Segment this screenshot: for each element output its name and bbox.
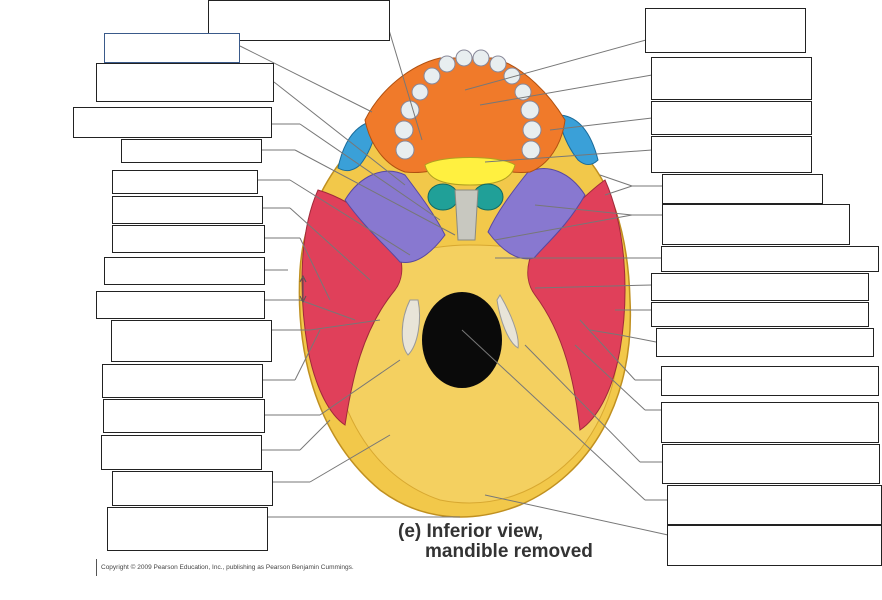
label-box-left-02[interactable] (104, 33, 240, 63)
label-box-left-14[interactable] (101, 435, 262, 470)
label-box-left-09[interactable] (104, 257, 265, 285)
vomer (454, 189, 479, 241)
label-box-right-02[interactable] (651, 57, 812, 100)
label-box-right-07[interactable] (661, 246, 879, 272)
choana-left (427, 183, 459, 211)
label-box-right-14[interactable] (667, 485, 882, 525)
teeth-row (394, 49, 542, 160)
label-box-right-10[interactable] (656, 328, 874, 357)
label-box-left-12[interactable] (102, 364, 263, 398)
label-box-left-03[interactable] (96, 63, 274, 102)
label-box-left-10[interactable] (96, 291, 265, 319)
label-box-left-01[interactable] (208, 0, 390, 41)
foramen-magnum (422, 292, 502, 388)
label-box-left-07[interactable] (112, 196, 263, 224)
zygomatic-right (557, 114, 599, 165)
label-box-left-13[interactable] (103, 399, 265, 433)
caption-line-2: mandible removed (425, 541, 593, 562)
label-box-right-01[interactable] (645, 8, 806, 53)
label-box-right-09[interactable] (651, 302, 869, 327)
label-box-left-16[interactable] (107, 507, 268, 551)
leader-lines (239, 29, 669, 536)
label-box-right-11[interactable] (661, 366, 879, 396)
sphenoid-right (487, 168, 586, 260)
caption-line-1: (e) Inferior view, (398, 521, 543, 542)
label-box-right-05[interactable] (662, 174, 823, 204)
palatine-bone (424, 157, 516, 186)
occipital-condyle-left (401, 299, 421, 356)
label-box-left-04[interactable] (73, 107, 272, 138)
label-box-right-04[interactable] (651, 136, 812, 173)
label-box-right-03[interactable] (651, 101, 812, 135)
label-box-right-13[interactable] (662, 444, 880, 484)
label-box-left-05[interactable] (121, 139, 262, 163)
label-box-right-08[interactable] (651, 273, 869, 301)
label-box-left-11[interactable] (111, 320, 272, 362)
sphenoid-left (344, 170, 446, 264)
figure-caption: (e) Inferior view, mandible removed (398, 522, 593, 562)
label-box-left-08[interactable] (112, 225, 265, 253)
copyright-notice: Copyright © 2009 Pearson Education, Inc.… (96, 559, 354, 576)
label-box-left-15[interactable] (112, 471, 273, 506)
label-box-left-06[interactable] (112, 170, 258, 194)
label-box-right-12[interactable] (661, 402, 879, 443)
label-box-right-15[interactable] (667, 525, 882, 566)
occipital-condyle-right (496, 294, 519, 349)
label-box-right-06[interactable] (662, 204, 850, 245)
